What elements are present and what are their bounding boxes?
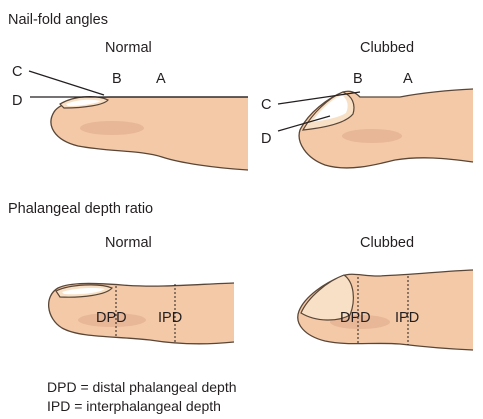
finger-clubbed-depth <box>298 270 473 350</box>
finger-normal-depth <box>49 283 234 344</box>
label-d-normal: D <box>12 93 22 109</box>
legend-dpd: DPD = distal phalangeal depth <box>47 379 237 395</box>
label-ipd-clubbed: IPD <box>395 310 419 326</box>
label-c-normal: C <box>12 64 22 80</box>
finger-normal-angle <box>51 97 248 170</box>
heading-normal-top: Normal <box>105 40 152 56</box>
leader-c-normal <box>29 71 104 95</box>
heading-clubbed-bottom: Clubbed <box>360 235 414 251</box>
label-b-normal: B <box>112 71 122 87</box>
label-b-clubbed: B <box>353 71 363 87</box>
label-dpd-normal: DPD <box>96 310 127 326</box>
label-d-clubbed: D <box>261 131 271 147</box>
title-nail-fold-angles: Nail-fold angles <box>8 12 108 28</box>
label-c-clubbed: C <box>261 97 271 113</box>
label-a-normal: A <box>156 71 166 87</box>
label-dpd-clubbed: DPD <box>340 310 371 326</box>
finger-clubbed-angle <box>299 89 473 168</box>
title-phalangeal-depth-ratio: Phalangeal depth ratio <box>8 201 153 217</box>
label-ipd-normal: IPD <box>158 310 182 326</box>
legend-ipd: IPD = interphalangeal depth <box>47 398 221 414</box>
label-a-clubbed: A <box>403 71 413 87</box>
heading-normal-bottom: Normal <box>105 235 152 251</box>
heading-clubbed-top: Clubbed <box>360 40 414 56</box>
